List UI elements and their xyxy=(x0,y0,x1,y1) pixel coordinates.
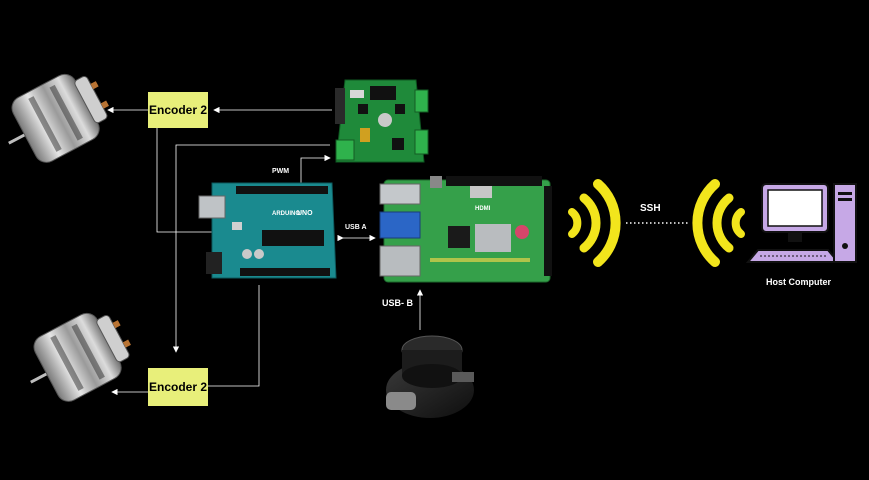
lidar-sensor-icon xyxy=(386,335,474,418)
line-encoder-top-to-arduino xyxy=(156,128,215,233)
arduino-uno-icon: ARDUINO UNO xyxy=(198,182,337,279)
usb-b-label: USB- B xyxy=(382,298,413,308)
pwm-label: PWM xyxy=(272,168,290,175)
encoder-top-label: Encoder 2 xyxy=(148,103,208,117)
host-computer-label: Host Computer xyxy=(766,277,831,287)
wireless-signal-icon xyxy=(568,179,621,267)
encoder-top-box: Encoder 2 xyxy=(148,92,208,128)
usb-a-label: USB A xyxy=(345,224,367,231)
wireless-signal-icon xyxy=(692,179,745,267)
arduino-model-text: UNO xyxy=(297,210,313,217)
connection-lines xyxy=(107,106,690,396)
encoder-bottom-box: Encoder 2 xyxy=(148,368,208,406)
line-encoder-bottom-to-arduino xyxy=(208,285,260,387)
dc-motor-icon xyxy=(30,312,131,402)
line-arduino-pwm-to-driver xyxy=(300,154,331,185)
desktop-computer-icon xyxy=(745,183,857,263)
dc-motor-icon xyxy=(8,73,109,163)
motor-driver-board-icon xyxy=(335,79,429,163)
ssh-label: SSH xyxy=(640,203,661,214)
arduino-brand-text: ARDUINO xyxy=(272,211,300,217)
line-arduino-to-encoder-bottom xyxy=(172,144,330,353)
raspberry-pi-icon: HDMI xyxy=(379,176,552,283)
pi-hdmi-text: HDMI xyxy=(475,206,491,212)
encoder-bottom-label: Encoder 2 xyxy=(148,380,208,394)
